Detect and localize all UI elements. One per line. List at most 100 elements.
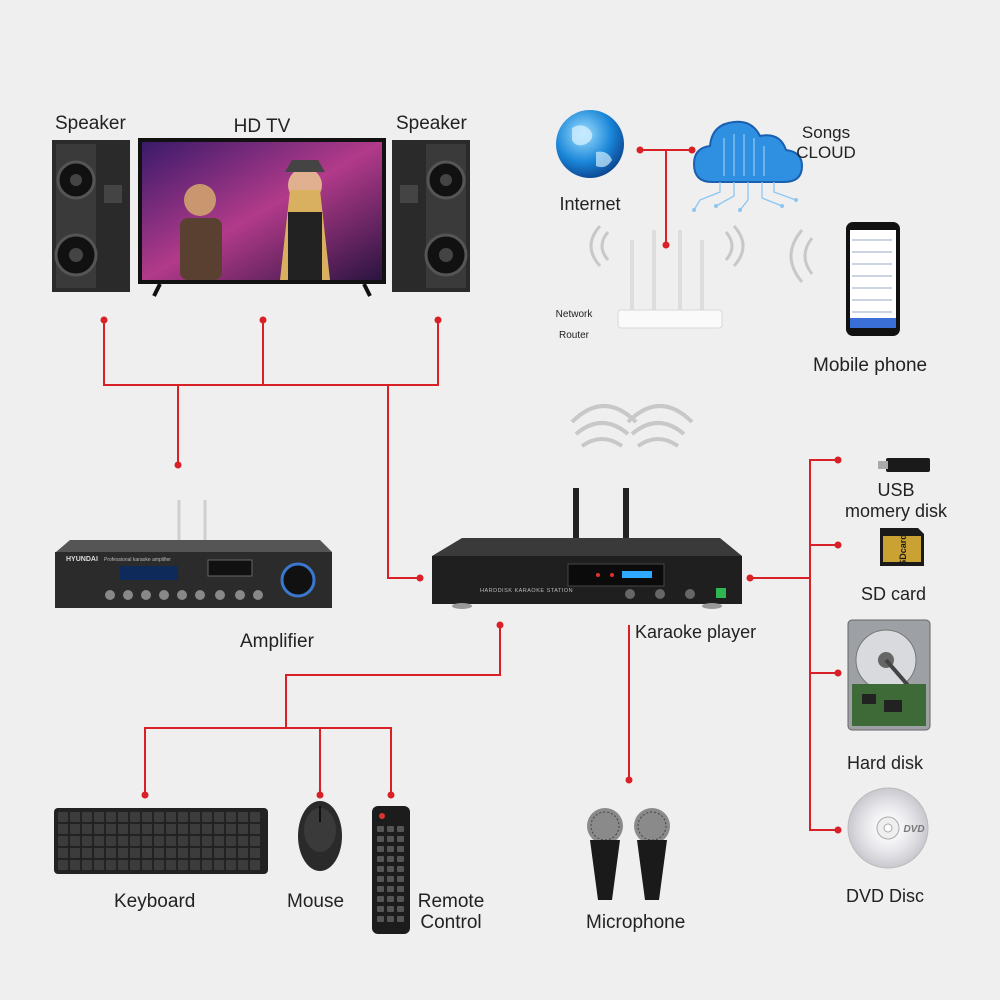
- sd-card-icon: SDcard: [880, 528, 924, 566]
- remote-control-icon: [372, 806, 410, 934]
- label-network-router: Network Router: [555, 309, 593, 341]
- keyboard-key: [190, 836, 200, 846]
- keyboard-key: [166, 812, 176, 822]
- label-dvd-disc: DVD Disc: [846, 886, 925, 906]
- keyboard-key: [82, 812, 92, 822]
- keyboard-key: [118, 812, 128, 822]
- globe-icon: [556, 110, 624, 178]
- keyboard-key: [154, 824, 164, 834]
- smartphone-icon: [789, 222, 900, 336]
- keyboard-key: [238, 848, 248, 858]
- keyboard-key: [70, 824, 80, 834]
- keyboard-key: [106, 812, 116, 822]
- keyboard-key: [178, 848, 188, 858]
- label-keyboard: Keyboard: [114, 891, 196, 912]
- keyboard-key: [70, 812, 80, 822]
- remote-button: [377, 896, 384, 902]
- keyboard-key: [202, 848, 212, 858]
- remote-button: [387, 896, 394, 902]
- speaker-left: [52, 140, 130, 292]
- remote-button: [397, 846, 404, 852]
- label-karaoke-player: Karaoke player: [635, 622, 757, 642]
- label-songs-cloud: Songs CLOUD: [796, 123, 856, 162]
- keyboard-key: [202, 860, 212, 870]
- label-usb-disk: USB momery disk: [844, 480, 948, 521]
- keyboard-key: [94, 848, 104, 858]
- keyboard-key: [142, 848, 152, 858]
- label-speaker-left: Speaker: [55, 113, 126, 134]
- keyboard-key: [226, 848, 236, 858]
- wifi-waves-icon: [570, 404, 694, 448]
- keyboard-key: [82, 848, 92, 858]
- label-sd-card: SD card: [861, 584, 927, 604]
- keyboard-key: [178, 836, 188, 846]
- label-mobile-phone: Mobile phone: [813, 355, 928, 376]
- keyboard-icon: [54, 808, 268, 874]
- keyboard-key: [70, 848, 80, 858]
- cloud-icon: [692, 120, 804, 212]
- keyboard-key: [190, 848, 200, 858]
- keyboard-key: [166, 836, 176, 846]
- remote-button: [397, 906, 404, 912]
- remote-button: [387, 886, 394, 892]
- mouse-icon: [298, 801, 342, 871]
- keyboard-key: [142, 812, 152, 822]
- keyboard-key: [226, 860, 236, 870]
- label-mouse: Mouse: [287, 891, 345, 912]
- keyboard-key: [250, 812, 260, 822]
- keyboard-key: [226, 836, 236, 846]
- player-panel-text: HARDDISK KARAOKE STATION: [480, 588, 574, 594]
- hd-tv: [138, 138, 386, 297]
- keyboard-key: [226, 824, 236, 834]
- keyboard-key: [118, 824, 128, 834]
- keyboard-key: [214, 860, 224, 870]
- remote-button: [377, 826, 384, 832]
- keyboard-key: [202, 812, 212, 822]
- keyboard-key: [154, 860, 164, 870]
- keyboard-key: [166, 824, 176, 834]
- keyboard-key: [250, 860, 260, 870]
- keyboard-key: [202, 824, 212, 834]
- remote-button: [397, 866, 404, 872]
- remote-button: [397, 856, 404, 862]
- usb-disk-icon: [878, 458, 930, 472]
- keyboard-key: [58, 812, 68, 822]
- keyboard-key: [130, 848, 140, 858]
- keyboard-key: [154, 812, 164, 822]
- keyboard-key: [214, 824, 224, 834]
- keyboard-key: [190, 812, 200, 822]
- keyboard-key: [106, 848, 116, 858]
- label-speaker-right: Speaker: [396, 113, 467, 134]
- remote-button: [397, 826, 404, 832]
- remote-button: [377, 906, 384, 912]
- keyboard-key: [130, 836, 140, 846]
- keyboard-key: [238, 836, 248, 846]
- keyboard-key: [106, 860, 116, 870]
- keyboard-key: [154, 836, 164, 846]
- remote-button: [397, 916, 404, 922]
- label-remote-control: Remote Control: [417, 891, 485, 933]
- remote-button: [377, 886, 384, 892]
- keyboard-key: [82, 836, 92, 846]
- keyboard-key: [238, 824, 248, 834]
- keyboard-key: [178, 812, 188, 822]
- amp-model-text: Professional karaoke amplifier: [104, 557, 171, 563]
- keyboard-key: [214, 848, 224, 858]
- remote-button: [387, 836, 394, 842]
- remote-button: [397, 876, 404, 882]
- amp-brand-text: HYUNDAI: [66, 556, 98, 563]
- keyboard-key: [130, 812, 140, 822]
- keyboard-key: [226, 812, 236, 822]
- remote-button: [387, 866, 394, 872]
- keyboard-key: [82, 860, 92, 870]
- keyboard-key: [118, 836, 128, 846]
- remote-button: [377, 866, 384, 872]
- keyboard-key: [190, 824, 200, 834]
- remote-button: [397, 886, 404, 892]
- sd-brand-text: SDcard: [898, 534, 908, 566]
- keyboard-key: [70, 860, 80, 870]
- wire-dots: [100, 146, 842, 834]
- keyboard-key: [82, 824, 92, 834]
- hard-disk-icon: [847, 619, 931, 731]
- keyboard-key: [94, 812, 104, 822]
